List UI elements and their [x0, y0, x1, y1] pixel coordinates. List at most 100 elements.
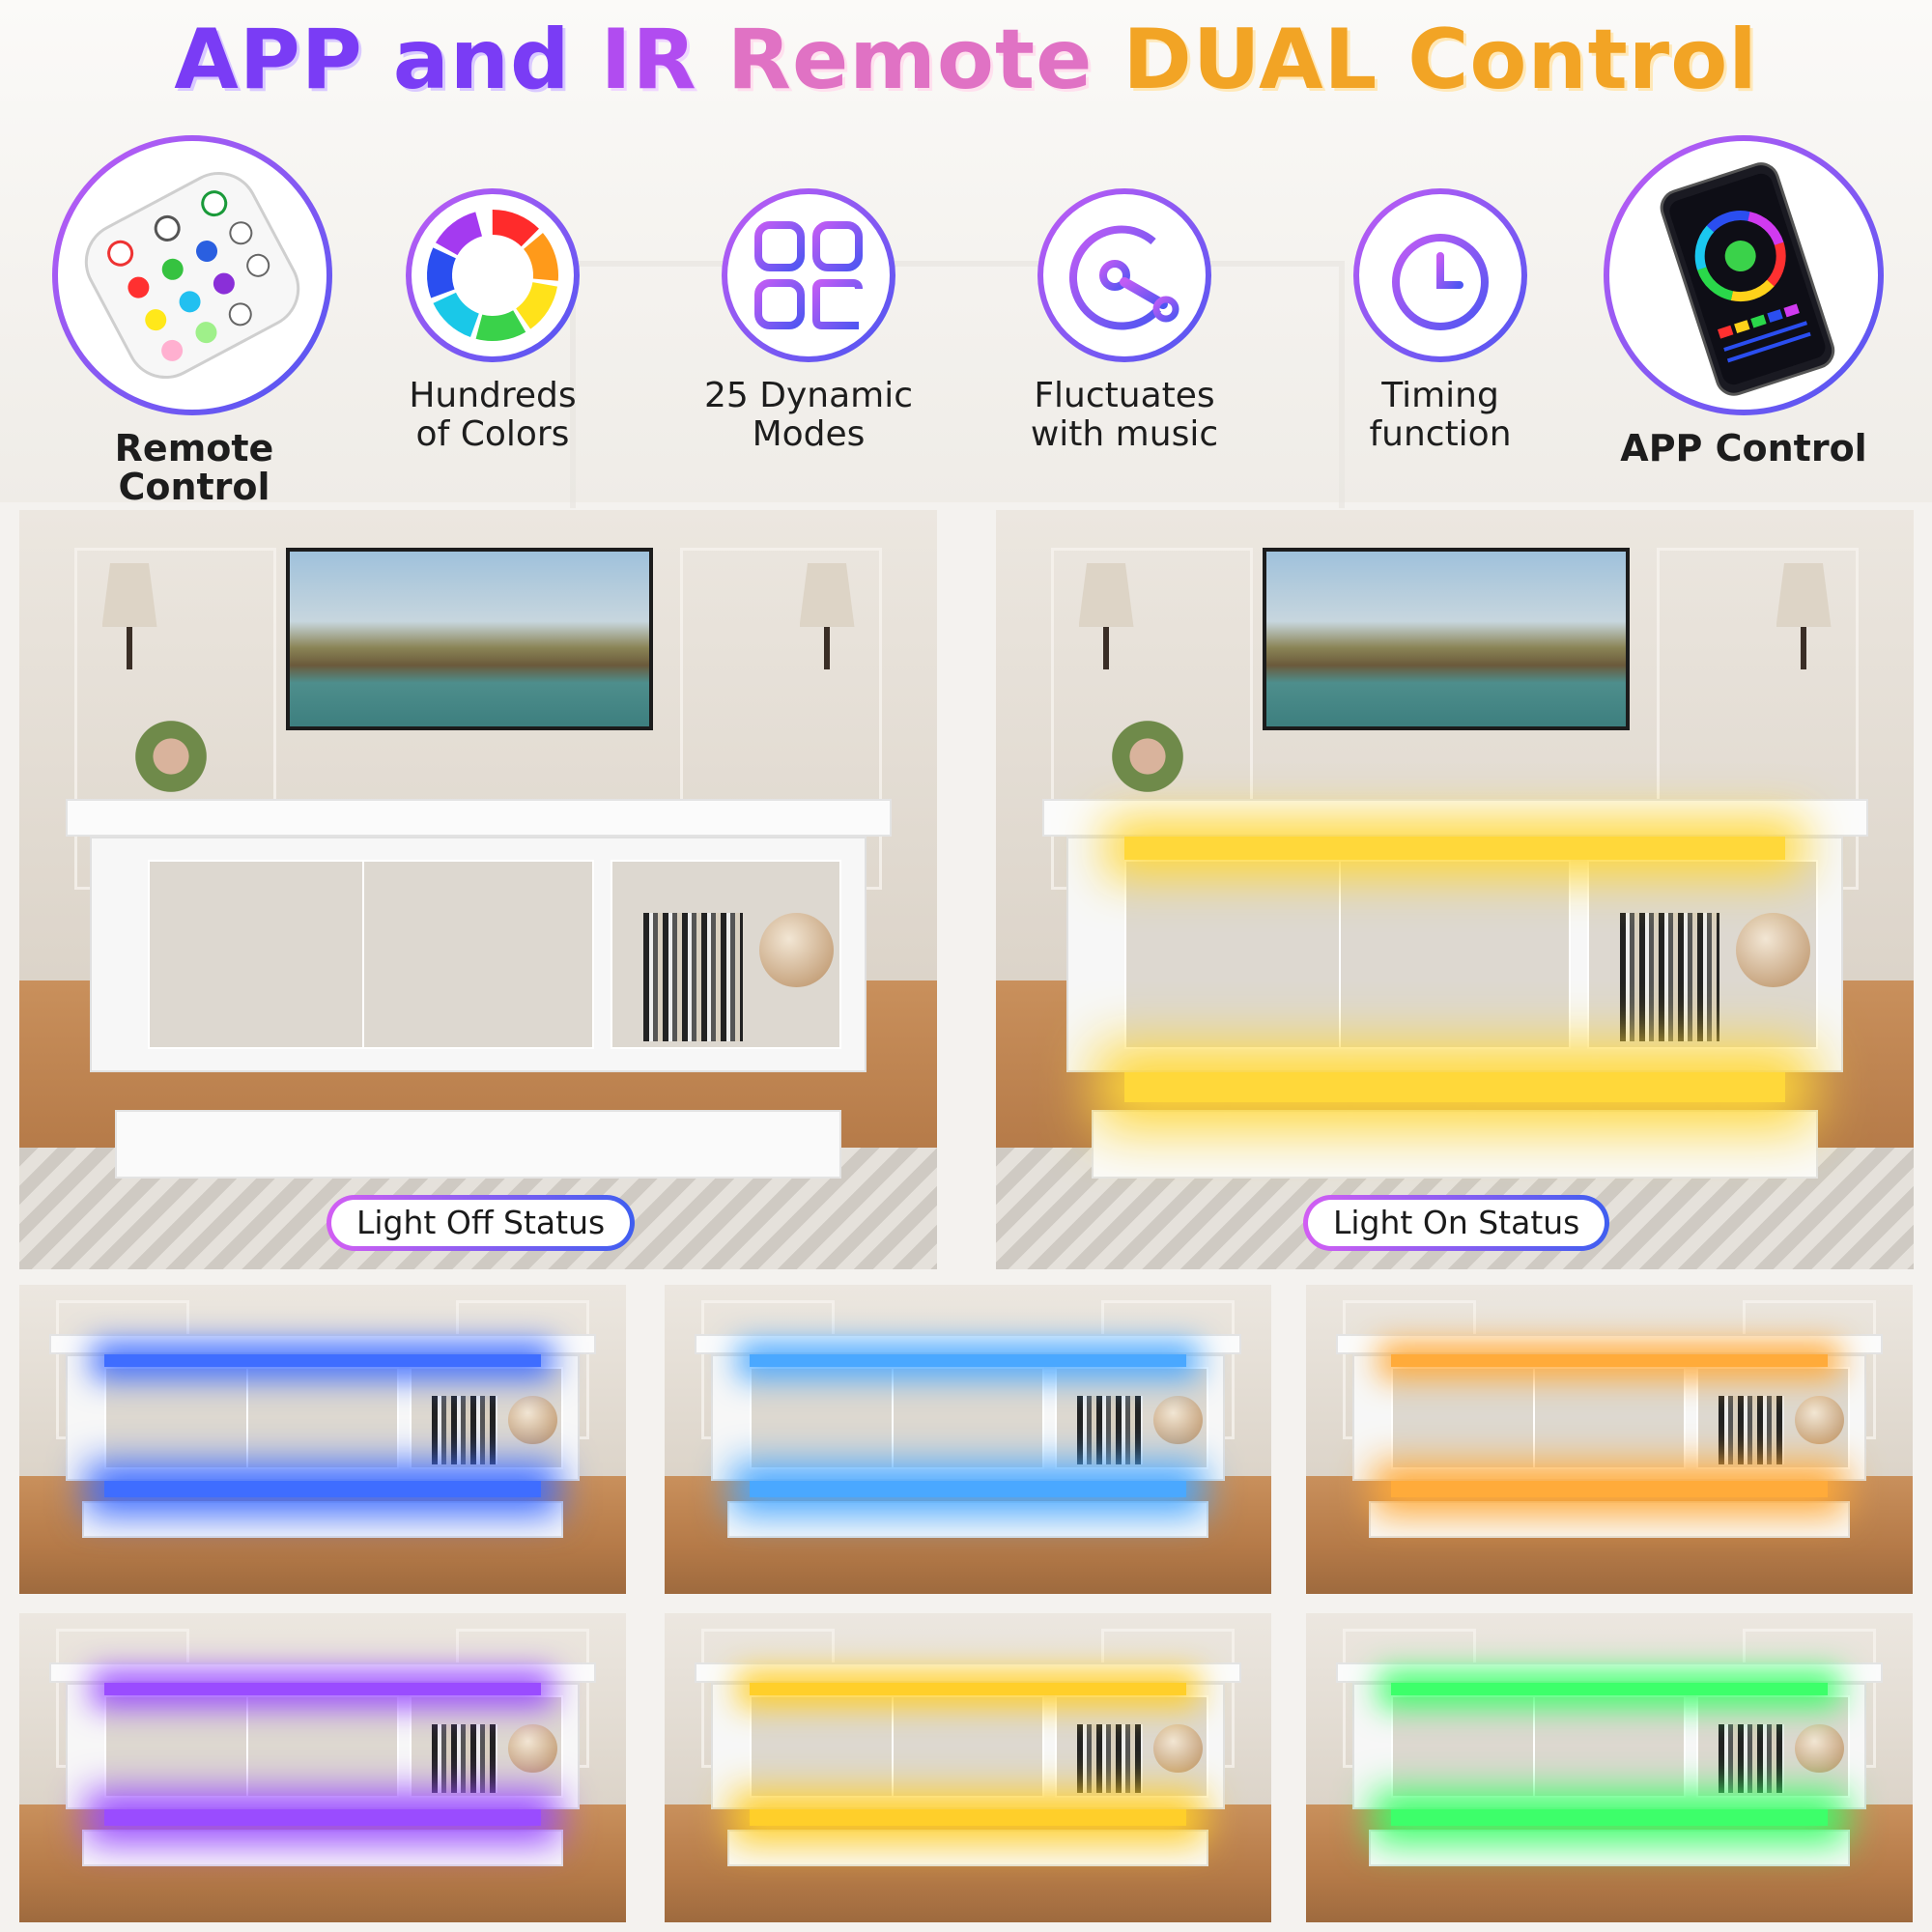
- cabinet-base: [114, 1109, 842, 1179]
- books: [432, 1395, 497, 1465]
- modes-grid-icon: [754, 221, 863, 329]
- cabinet-base: [1369, 1830, 1850, 1867]
- tv-frame: [285, 548, 653, 730]
- cabinet-top: [1336, 1334, 1883, 1355]
- books: [643, 912, 743, 1042]
- flower-vase: [1106, 715, 1189, 798]
- headline-part-2: IR: [600, 12, 697, 108]
- tv-cabinet: [695, 1334, 1241, 1539]
- tv-cabinet: [1336, 1662, 1883, 1867]
- cabinet-base: [1369, 1501, 1850, 1539]
- feature-label-remote: Remote Control: [114, 427, 274, 508]
- photo-color-green: [1306, 1613, 1913, 1922]
- cabinet-compartment: [891, 1366, 1045, 1469]
- books: [1719, 1395, 1784, 1465]
- led-glow-top: [103, 1683, 542, 1695]
- photo-light-on: [996, 510, 1914, 1269]
- tv-cabinet: [49, 1334, 596, 1539]
- headline-part-3: Remote: [726, 12, 1094, 108]
- globe: [1795, 1723, 1845, 1774]
- led-glow-top: [1390, 1354, 1829, 1367]
- lamp-arm: [1102, 627, 1110, 670]
- cabinet-compartment: [1390, 1694, 1545, 1798]
- remote-icon: [84, 171, 300, 380]
- cabinet-top: [65, 798, 892, 837]
- cabinet-compartment: [148, 859, 380, 1050]
- led-glow-bottom: [749, 1809, 1187, 1827]
- photo-color-purple: [19, 1613, 626, 1922]
- cabinet-compartment: [103, 1366, 258, 1469]
- feature-label-modes: 25 Dynamic Modes: [703, 376, 914, 454]
- tv-cabinet: [49, 1662, 596, 1867]
- lamp-arm: [823, 627, 831, 670]
- tv-cabinet: [695, 1662, 1241, 1867]
- cabinet-top: [695, 1662, 1241, 1684]
- cabinet-compartment: [362, 859, 594, 1050]
- led-glow-bottom: [103, 1481, 542, 1498]
- cabinet-base: [82, 1830, 563, 1867]
- globe: [508, 1723, 558, 1774]
- cabinet-compartment: [1390, 1366, 1545, 1469]
- cabinet-base: [727, 1501, 1208, 1539]
- tv-picture: [1265, 552, 1626, 726]
- led-glow-top: [749, 1354, 1187, 1367]
- lamp-shade: [101, 563, 157, 628]
- phone-app-icon: [1660, 162, 1835, 396]
- cabinet-compartment: [245, 1366, 400, 1469]
- cabinet-compartment: [103, 1694, 258, 1798]
- cabinet-compartment: [245, 1694, 400, 1798]
- timer-icon: [1392, 218, 1489, 330]
- status-label-on: Light On Status: [1303, 1195, 1609, 1251]
- lamp-shade: [1078, 563, 1134, 628]
- app-control-ring: [1604, 135, 1884, 415]
- globe: [1153, 1723, 1204, 1774]
- tv-cabinet: [65, 798, 892, 1179]
- globe: [1795, 1395, 1845, 1445]
- colors-ring: [406, 188, 580, 362]
- cabinet-compartment: [749, 1694, 903, 1798]
- led-glow-top: [1390, 1683, 1829, 1695]
- flower-vase: [129, 715, 213, 798]
- wall-lamp: [101, 563, 157, 670]
- cabinet-compartment: [1532, 1366, 1687, 1469]
- cabinet-compartment: [891, 1694, 1045, 1798]
- tv-frame: [1262, 548, 1630, 730]
- led-glow-bottom: [1390, 1481, 1829, 1498]
- globe: [758, 912, 834, 987]
- led-glow-bottom: [1390, 1809, 1829, 1827]
- globe: [1735, 912, 1810, 987]
- modes-ring: [722, 188, 895, 362]
- cabinet-base: [1091, 1109, 1819, 1179]
- cabinet-compartment: [1339, 859, 1571, 1050]
- books: [1077, 1723, 1143, 1794]
- globe: [508, 1395, 558, 1445]
- cabinet-top: [695, 1334, 1241, 1355]
- feature-label-app: APP Control: [1620, 427, 1867, 469]
- cabinet-compartment: [749, 1366, 903, 1469]
- led-glow-top: [103, 1354, 542, 1367]
- photo-color-gold: [665, 1613, 1271, 1922]
- books: [1620, 912, 1719, 1042]
- feature-label-music: Fluctuates with music: [1030, 376, 1219, 454]
- lamp-arm: [1800, 627, 1807, 670]
- led-glow-top: [1124, 836, 1785, 860]
- remote-control-ring: [52, 135, 332, 415]
- lamp-arm: [126, 627, 133, 670]
- headline: APP and IR Remote DUAL Control: [0, 12, 1932, 108]
- cabinet-base: [82, 1501, 563, 1539]
- cabinet-top: [1041, 798, 1868, 837]
- color-wheel-icon: [427, 210, 558, 341]
- globe: [1153, 1395, 1204, 1445]
- music-ring: [1037, 188, 1211, 362]
- cabinet-compartment: [1124, 859, 1356, 1050]
- feature-label-timer: Timing function: [1369, 376, 1512, 454]
- tv-cabinet: [1336, 1334, 1883, 1539]
- wall-lamp: [1078, 563, 1134, 670]
- wall-lamp: [1776, 563, 1832, 670]
- led-glow-bottom: [1124, 1071, 1785, 1103]
- headline-part-4: DUAL Control: [1122, 12, 1758, 108]
- cabinet-compartment: [1532, 1694, 1687, 1798]
- cabinet-top: [49, 1334, 596, 1355]
- tv-picture: [289, 552, 649, 726]
- books: [432, 1723, 497, 1794]
